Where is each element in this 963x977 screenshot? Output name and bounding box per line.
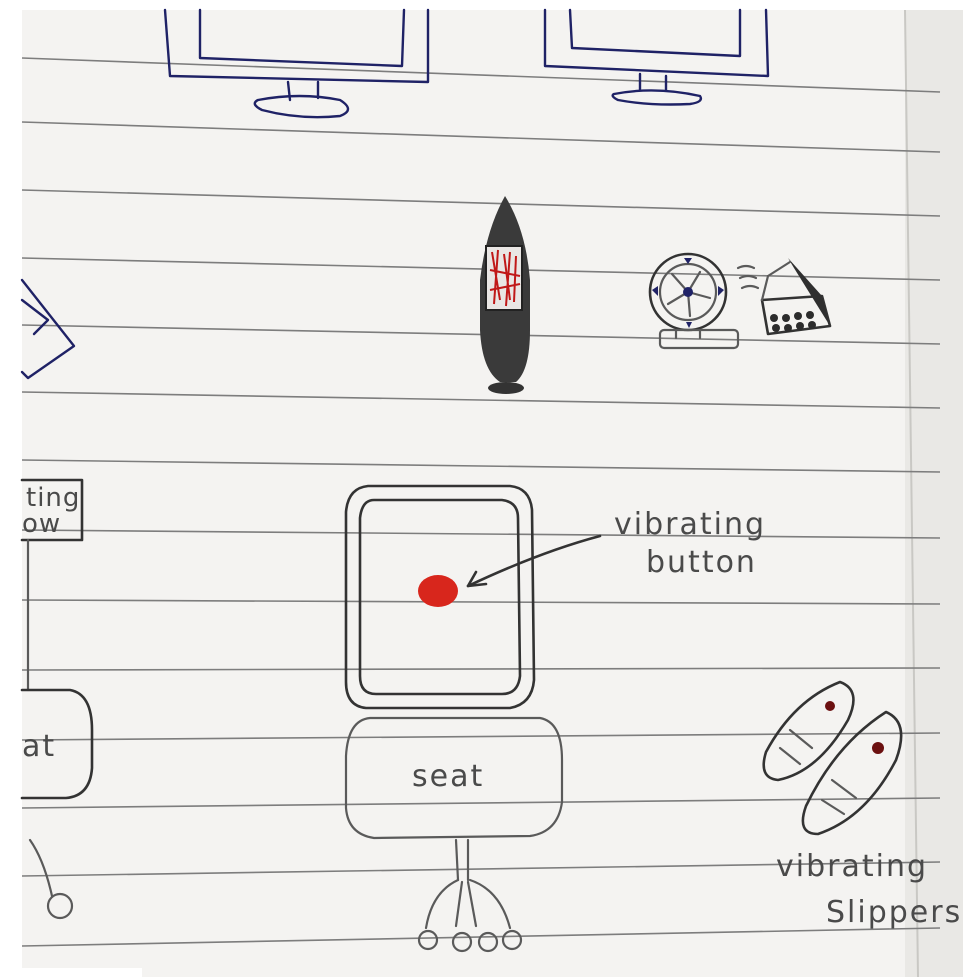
slipper-dot-left xyxy=(825,701,835,711)
vibrating-button-label-line2: button xyxy=(646,545,757,580)
seat-label: seat xyxy=(412,759,484,794)
vibrating-button-label-line1: vibrating xyxy=(614,507,766,542)
vibrating-slippers-label-line2: Slippers xyxy=(826,895,962,930)
vibrating-slippers-label-line1: vibrating xyxy=(776,849,928,884)
vibrating-button-dot xyxy=(418,575,458,607)
partial-label-line2: ow xyxy=(22,509,61,539)
slipper-dot-right xyxy=(872,742,884,754)
partial-seat-label: at xyxy=(22,729,56,764)
